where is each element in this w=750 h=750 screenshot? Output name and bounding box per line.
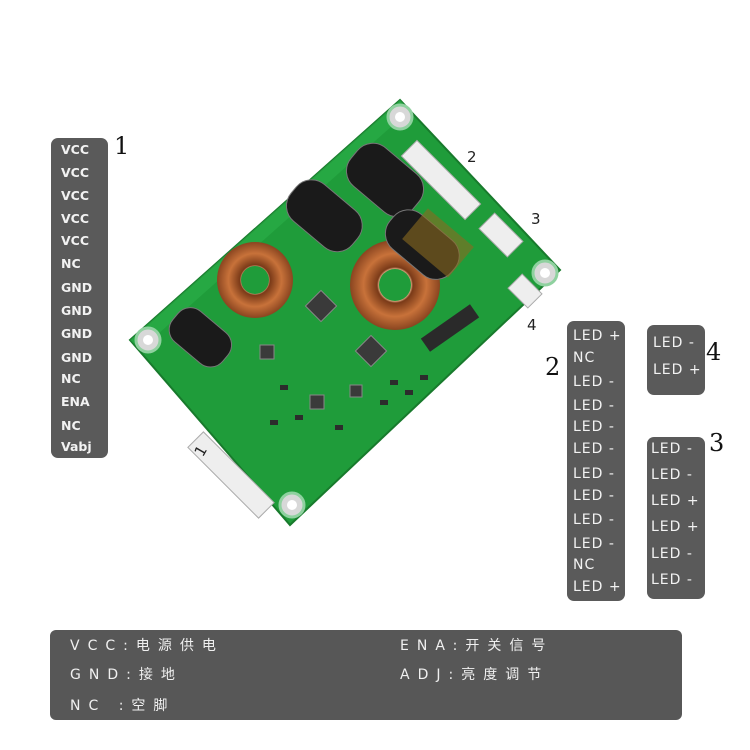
legend-nc: NC :空脚: [70, 698, 176, 714]
c1-pin: NC: [61, 418, 81, 433]
c1-pin: GND: [61, 350, 93, 365]
c3-pin: LED -: [651, 441, 693, 457]
c1-pin: Vabj: [61, 439, 92, 454]
c1-pin: NC: [61, 256, 81, 271]
c1-pin: VCC: [61, 188, 90, 203]
c1-pin: VCC: [61, 211, 90, 226]
c1-pin: VCC: [61, 233, 90, 248]
legend-panel: VCC:电源供电 ENA:开关信号 GND:接地 ADJ:亮度调节 NC :空脚: [50, 630, 682, 720]
connector-2-pinout: LED + NC LED - LED - LED - LED - LED - L…: [567, 321, 625, 601]
c1-pin: VCC: [61, 142, 90, 157]
c1-pin: ENA: [61, 394, 90, 409]
c3-pin: LED -: [651, 572, 693, 588]
c2-pin: LED -: [573, 536, 615, 552]
c2-pin: LED -: [573, 466, 615, 482]
connector-1-pinout: VCC VCC VCC VCC VCC NC GND GND GND GND N…: [51, 138, 108, 458]
c1-pin: GND: [61, 303, 93, 318]
legend-gnd: GND:接地: [70, 667, 183, 683]
c1-pin: GND: [61, 280, 93, 295]
c2-pin: LED -: [573, 488, 615, 504]
c3-pin: LED -: [651, 546, 693, 562]
board-label-2: 2: [467, 148, 477, 166]
c3-pin: LED +: [651, 493, 700, 509]
c2-pin: LED -: [573, 398, 615, 414]
connector-2-number: 2: [545, 353, 561, 381]
c2-pin: LED +: [573, 579, 622, 595]
c3-pin: LED +: [651, 519, 700, 535]
c2-pin: LED -: [573, 512, 615, 528]
c2-pin: NC: [573, 557, 596, 573]
c2-pin: LED -: [573, 441, 615, 457]
c1-pin: GND: [61, 326, 93, 341]
legend-adj: ADJ:亮度调节: [400, 667, 550, 683]
c3-pin: LED -: [651, 467, 693, 483]
connector-4-pinout: LED - LED +: [647, 325, 705, 395]
c2-pin: LED -: [573, 374, 615, 390]
board-label-4: 4: [527, 316, 537, 334]
connector-3-pinout: LED - LED - LED + LED + LED - LED -: [647, 437, 705, 599]
c4-pin: LED -: [653, 335, 695, 351]
c2-pin: NC: [573, 350, 596, 366]
legend-vcc: VCC:电源供电: [70, 638, 224, 654]
c1-pin: NC: [61, 371, 81, 386]
connector-3-number: 3: [709, 429, 725, 457]
c2-pin: LED -: [573, 419, 615, 435]
connector-4-number: 4: [706, 338, 722, 366]
board-label-3: 3: [531, 210, 541, 228]
c4-pin: LED +: [653, 362, 702, 378]
connector-1-number: 1: [114, 132, 130, 160]
c1-pin: VCC: [61, 165, 90, 180]
legend-ena: ENA:开关信号: [400, 638, 554, 654]
c2-pin: LED +: [573, 328, 622, 344]
pcb-board-image: [128, 98, 562, 527]
